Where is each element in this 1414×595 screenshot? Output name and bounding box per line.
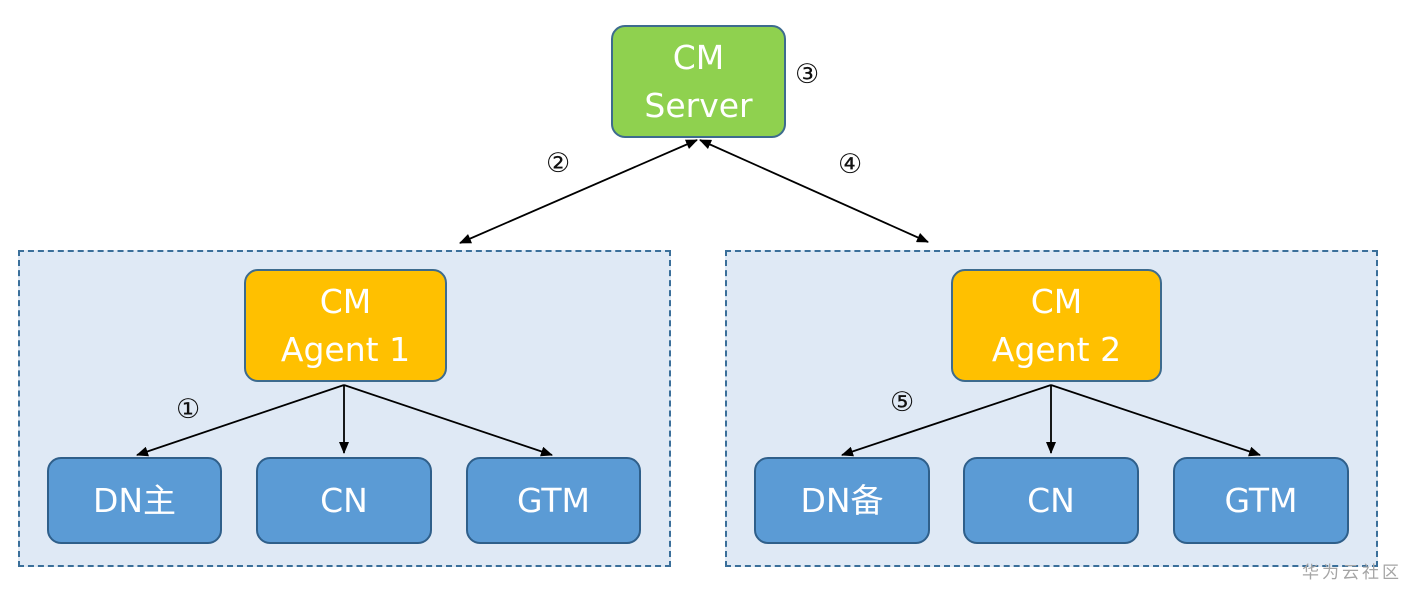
- cm-agent-1-node: CM Agent 1: [244, 269, 447, 382]
- step-2-marker: ②: [546, 148, 571, 179]
- arrow-agent2-dn: [841, 384, 1052, 457]
- gtm-node-1: GTM: [466, 457, 641, 544]
- cn-node-1: CN: [256, 457, 432, 544]
- arrow-server-agent2: [699, 139, 929, 243]
- step-3-marker: ③: [795, 59, 820, 90]
- arrow-agent2-gtm: [1050, 384, 1261, 457]
- cm-server-node: CM Server: [611, 25, 786, 138]
- cn-node-2: CN: [963, 457, 1139, 544]
- gtm-node-2: GTM: [1173, 457, 1349, 544]
- step-4-marker: ④: [838, 149, 863, 180]
- arrow-agent1-gtm: [343, 384, 553, 457]
- arrow-agent1-dn: [136, 384, 345, 457]
- watermark: 华为云社区: [1302, 563, 1402, 583]
- dn-primary-node: DN主: [47, 457, 222, 544]
- step-5-marker: ⑤: [890, 387, 915, 418]
- dn-standby-node: DN备: [754, 457, 930, 544]
- arrow-server-agent1: [459, 139, 698, 244]
- cm-agent-2-node: CM Agent 2: [951, 269, 1162, 382]
- step-1-marker: ①: [176, 394, 201, 425]
